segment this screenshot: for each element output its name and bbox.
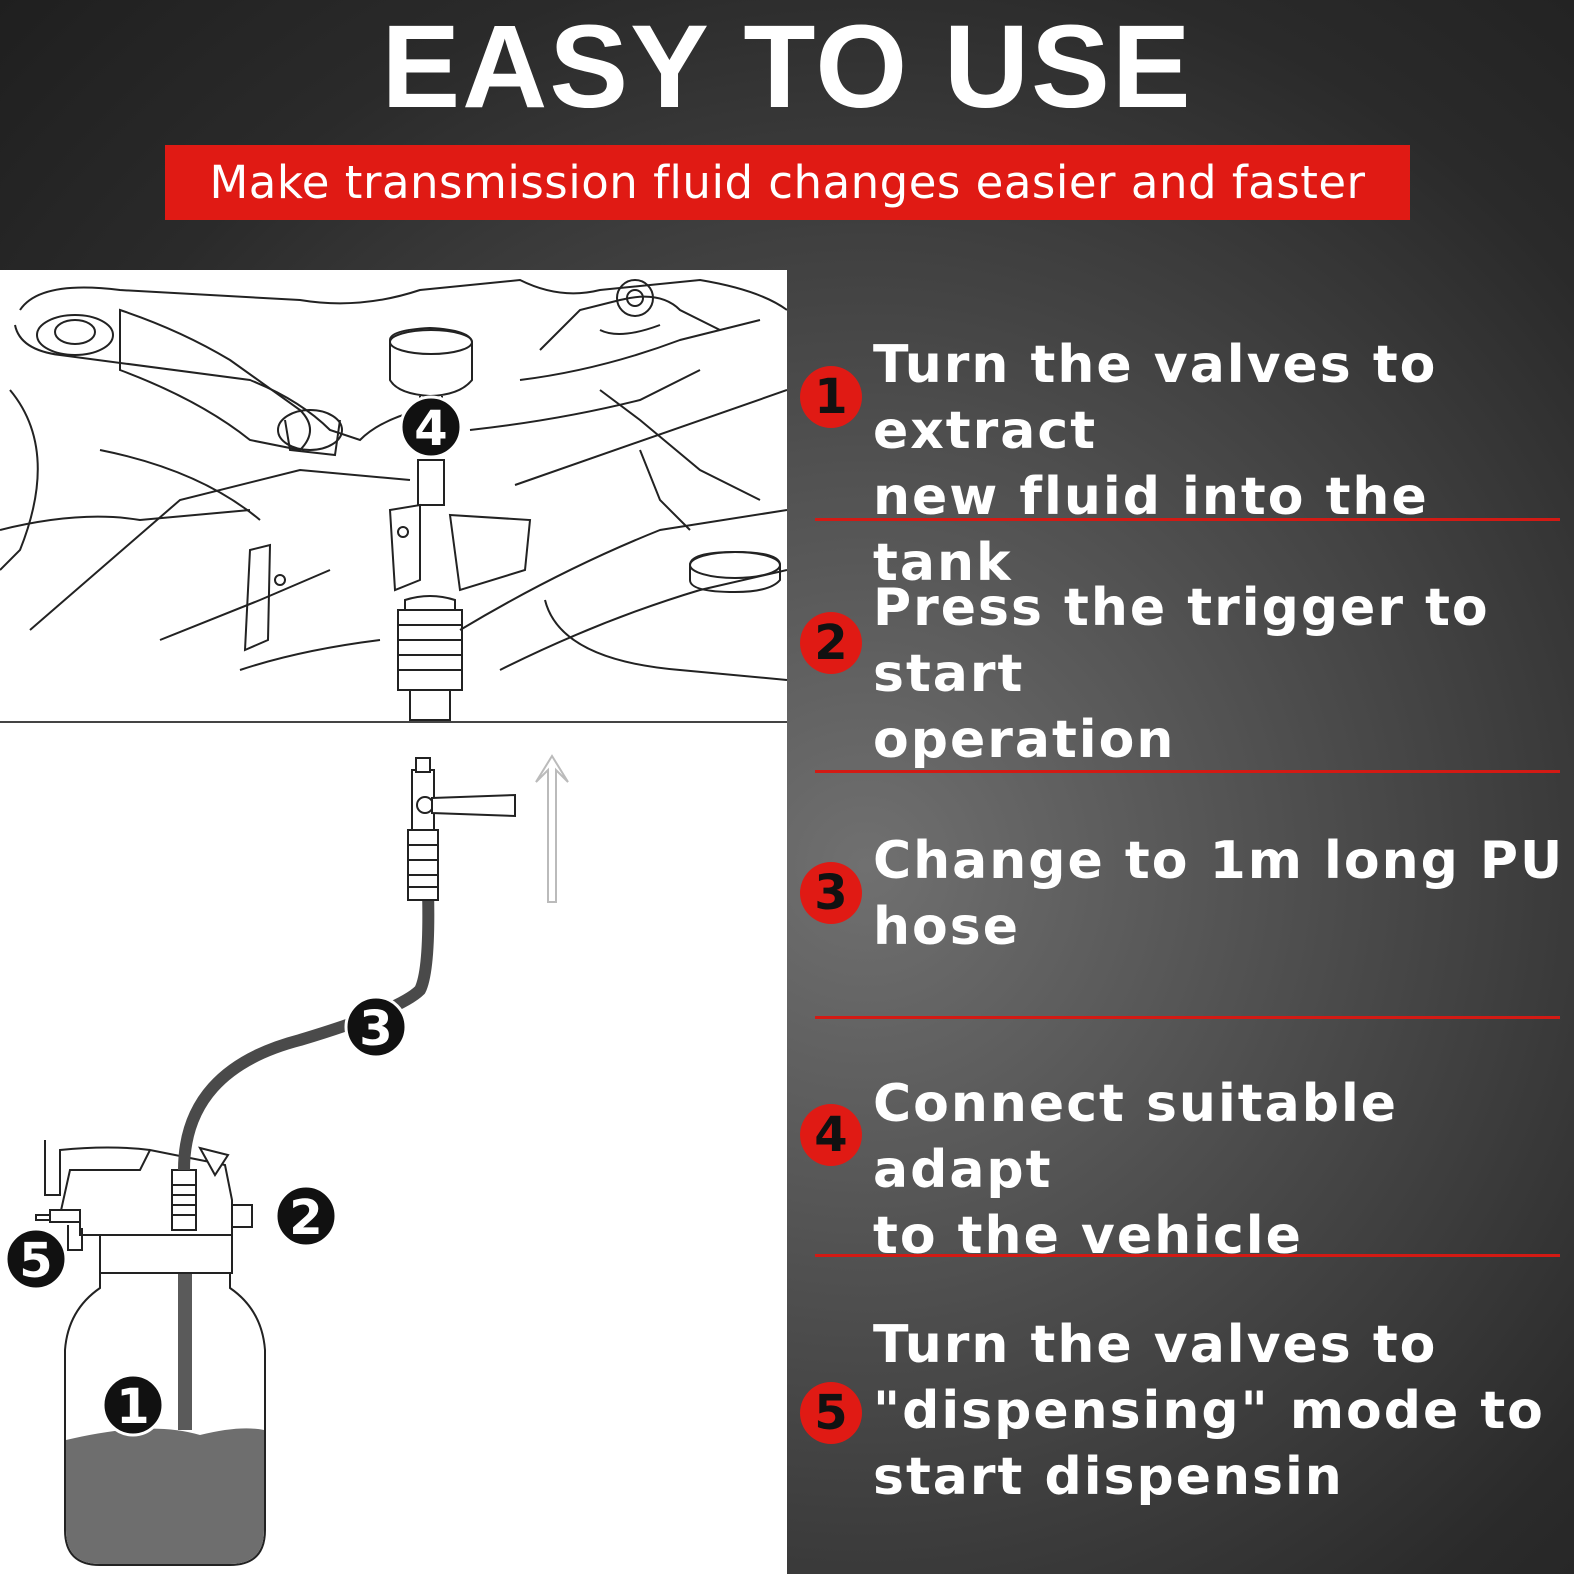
step-text: Change to 1m long PU hose <box>873 831 1565 957</box>
svg-text:1: 1 <box>116 1379 149 1435</box>
step-number-badge: 5 <box>800 1382 862 1444</box>
step-divider <box>815 518 1560 521</box>
svg-text:5: 5 <box>19 1233 52 1289</box>
marker-4: 4 <box>399 395 463 459</box>
step-text: Turn the valves to "dispensing" mode to … <box>873 1315 1545 1507</box>
step-number-badge: 2 <box>800 612 862 674</box>
subtitle-text: Make transmission fluid changes easier a… <box>209 156 1366 209</box>
page-title: EASY TO USE <box>381 1 1193 133</box>
illustration-panel: 4 3 2 5 1 <box>0 270 787 1574</box>
step-divider <box>815 770 1560 773</box>
fluid-extractor-drawing <box>35 757 516 1566</box>
step-number-badge: 4 <box>800 1104 862 1166</box>
vehicle-underside-drawing <box>0 278 787 721</box>
step-text: Press the trigger to start operation <box>873 578 1490 770</box>
tank-fluid-level <box>66 1428 264 1564</box>
marker-2: 2 <box>274 1184 338 1248</box>
marker-1: 1 <box>101 1373 165 1437</box>
svg-text:2: 2 <box>289 1190 322 1246</box>
svg-text:4: 4 <box>414 401 447 457</box>
step-text: Turn the valves to extract new fluid int… <box>873 335 1438 593</box>
step-text: Connect suitable adapt to the vehicle <box>873 1074 1399 1266</box>
step-number-badge: 3 <box>800 862 862 924</box>
usage-illustration: 4 3 2 5 1 <box>0 278 787 1566</box>
marker-5: 5 <box>4 1227 68 1291</box>
svg-text:3: 3 <box>359 1001 392 1057</box>
step-divider <box>815 1254 1560 1257</box>
subtitle-banner: Make transmission fluid changes easier a… <box>165 145 1410 220</box>
arrow-up-icon <box>535 754 569 903</box>
step-divider <box>815 1016 1560 1019</box>
step-number-badge: 1 <box>800 366 862 428</box>
header: EASY TO USE Make transmission fluid chan… <box>0 0 1574 270</box>
marker-3: 3 <box>344 995 408 1059</box>
